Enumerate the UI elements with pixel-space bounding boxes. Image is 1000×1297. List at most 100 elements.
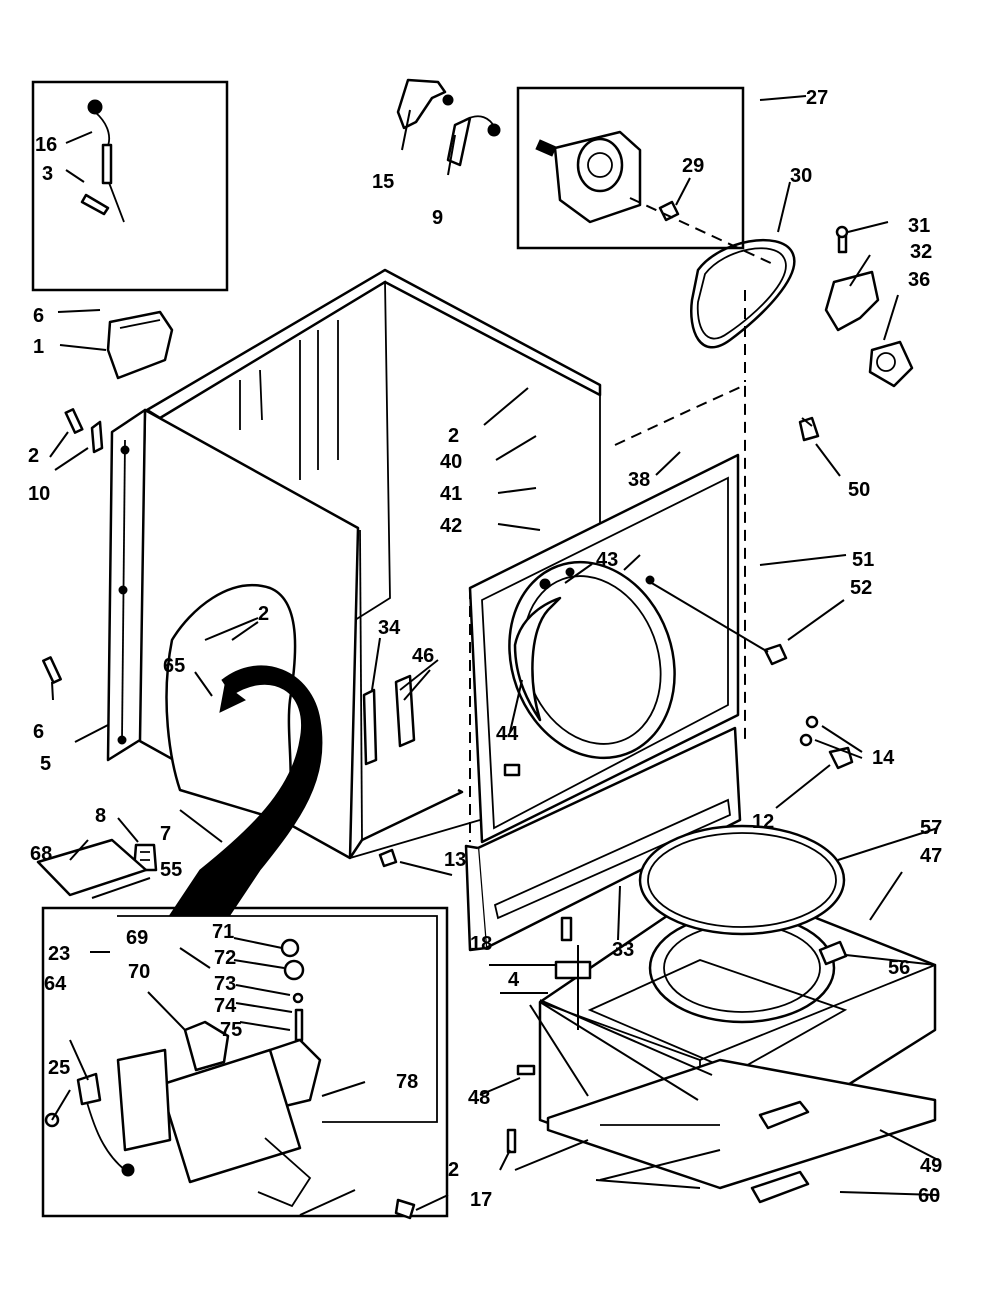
pad-68 (36, 838, 148, 897)
callout-4: 4 (508, 969, 520, 991)
clip-10 (90, 420, 104, 454)
callout-30: 30 (790, 165, 812, 187)
callout-9: 9 (432, 207, 443, 229)
callout-78: 78 (396, 1071, 418, 1093)
screw-2-bottom (394, 1198, 416, 1220)
callout-27: 27 (806, 87, 828, 109)
callout-74: 74 (214, 995, 237, 1017)
latch-46 (394, 659, 439, 748)
callout-14: 14 (872, 747, 895, 769)
switch-stack-71-75 (280, 938, 305, 1042)
callout-17: 17 (470, 1189, 492, 1211)
drive-belt (690, 238, 796, 349)
callout-36: 36 (908, 269, 930, 291)
idler-bracket-32 (824, 270, 880, 332)
timer-assembly-78 (116, 1038, 322, 1208)
idler-bolt-31 (835, 225, 849, 254)
drive-motor (535, 130, 642, 224)
callout-70: 70 (128, 961, 150, 983)
callout-64: 64 (44, 973, 67, 995)
callout-33: 33 (612, 939, 634, 961)
callout-46: 46 (412, 645, 434, 667)
clip-52 (763, 643, 788, 666)
motor-shaft-line (629, 197, 776, 266)
screw-2-left (64, 408, 84, 434)
screw-6-lower (42, 656, 62, 684)
panel-outline-dashed (469, 383, 746, 842)
screw-pair-14 (799, 715, 819, 747)
callout-10: 10 (28, 483, 50, 505)
inset-box-top-left (31, 80, 229, 292)
cabinet-wraparound (106, 268, 602, 916)
front-panel (468, 453, 740, 844)
callout-50: 50 (848, 479, 870, 501)
foot-50 (798, 416, 820, 442)
door-switch-34 (362, 688, 378, 766)
switch-part-15 (396, 78, 454, 130)
control-bracket-70 (183, 1020, 230, 1072)
callout-25: 25 (48, 1057, 70, 1079)
callout-65: 65 (163, 655, 185, 677)
callout-68: 68 (30, 843, 52, 865)
callout-51: 51 (852, 549, 874, 571)
callout-3: 3 (42, 163, 53, 185)
callout-48: 48 (468, 1087, 490, 1109)
bracket-part-1 (106, 310, 174, 380)
motor-clip-part-29 (658, 200, 680, 222)
callout-56: 56 (888, 957, 910, 979)
callout-71: 71 (212, 921, 234, 943)
callout-2-cutaway: 2 (258, 603, 269, 625)
nut-13 (378, 848, 398, 868)
callout-49: 49 (920, 1155, 942, 1177)
callout-31: 31 (908, 215, 930, 237)
callout-47: 47 (920, 845, 942, 867)
callout-8: 8 (95, 805, 106, 827)
callout-52: 52 (850, 577, 872, 599)
idler-pulley-36 (868, 340, 914, 388)
callout-44: 44 (496, 723, 519, 745)
callout-2-bottom: 2 (448, 1159, 459, 1181)
screw-17 (506, 1128, 517, 1154)
callout-6-lower: 6 (33, 721, 44, 743)
callout-72: 72 (214, 947, 236, 969)
wire-harness-64 (76, 1072, 135, 1177)
callout-18: 18 (470, 933, 492, 955)
screw-48 (516, 1064, 536, 1076)
leg-60 (750, 1100, 810, 1204)
inset-box-control-inner (117, 915, 438, 1123)
callout-7: 7 (160, 823, 171, 845)
callout-57: 57 (920, 817, 942, 839)
inset-box-motor (516, 86, 745, 250)
callout-13: 13 (444, 849, 466, 871)
callout-12: 12 (752, 811, 774, 833)
callout-2: 2 (28, 445, 39, 467)
callout-41: 41 (440, 483, 462, 505)
callout-34: 34 (378, 617, 401, 639)
callout-69: 69 (126, 927, 148, 949)
bracket-18 (554, 916, 592, 980)
callout-40: 40 (440, 451, 462, 473)
callout-5: 5 (40, 753, 51, 775)
callout-32: 32 (910, 241, 932, 263)
base-bottom-49 (546, 1058, 937, 1190)
callout-23: 23 (48, 943, 70, 965)
callout-55: 55 (160, 859, 182, 881)
terminal-wire-assembly (80, 99, 125, 223)
callout-43: 43 (596, 549, 618, 571)
callout-60: 60 (918, 1185, 940, 1207)
drum-seal-57 (638, 824, 846, 936)
callout-labels: 16 3 6 1 2 10 6 5 8 68 7 55 23 69 70 64 … (28, 87, 942, 1211)
callout-38: 38 (628, 469, 650, 491)
callout-6: 6 (33, 305, 44, 327)
leader-lines (49, 95, 939, 1216)
callout-42: 42 (440, 515, 462, 537)
callout-75: 75 (220, 1019, 242, 1041)
callout-29: 29 (682, 155, 704, 177)
callout-1: 1 (33, 336, 44, 358)
callout-16: 16 (35, 134, 57, 156)
toe-panel (464, 726, 742, 952)
inset-box-control (41, 906, 449, 1218)
thermostat-wire-part-9 (446, 115, 501, 167)
callout-73: 73 (214, 973, 236, 995)
